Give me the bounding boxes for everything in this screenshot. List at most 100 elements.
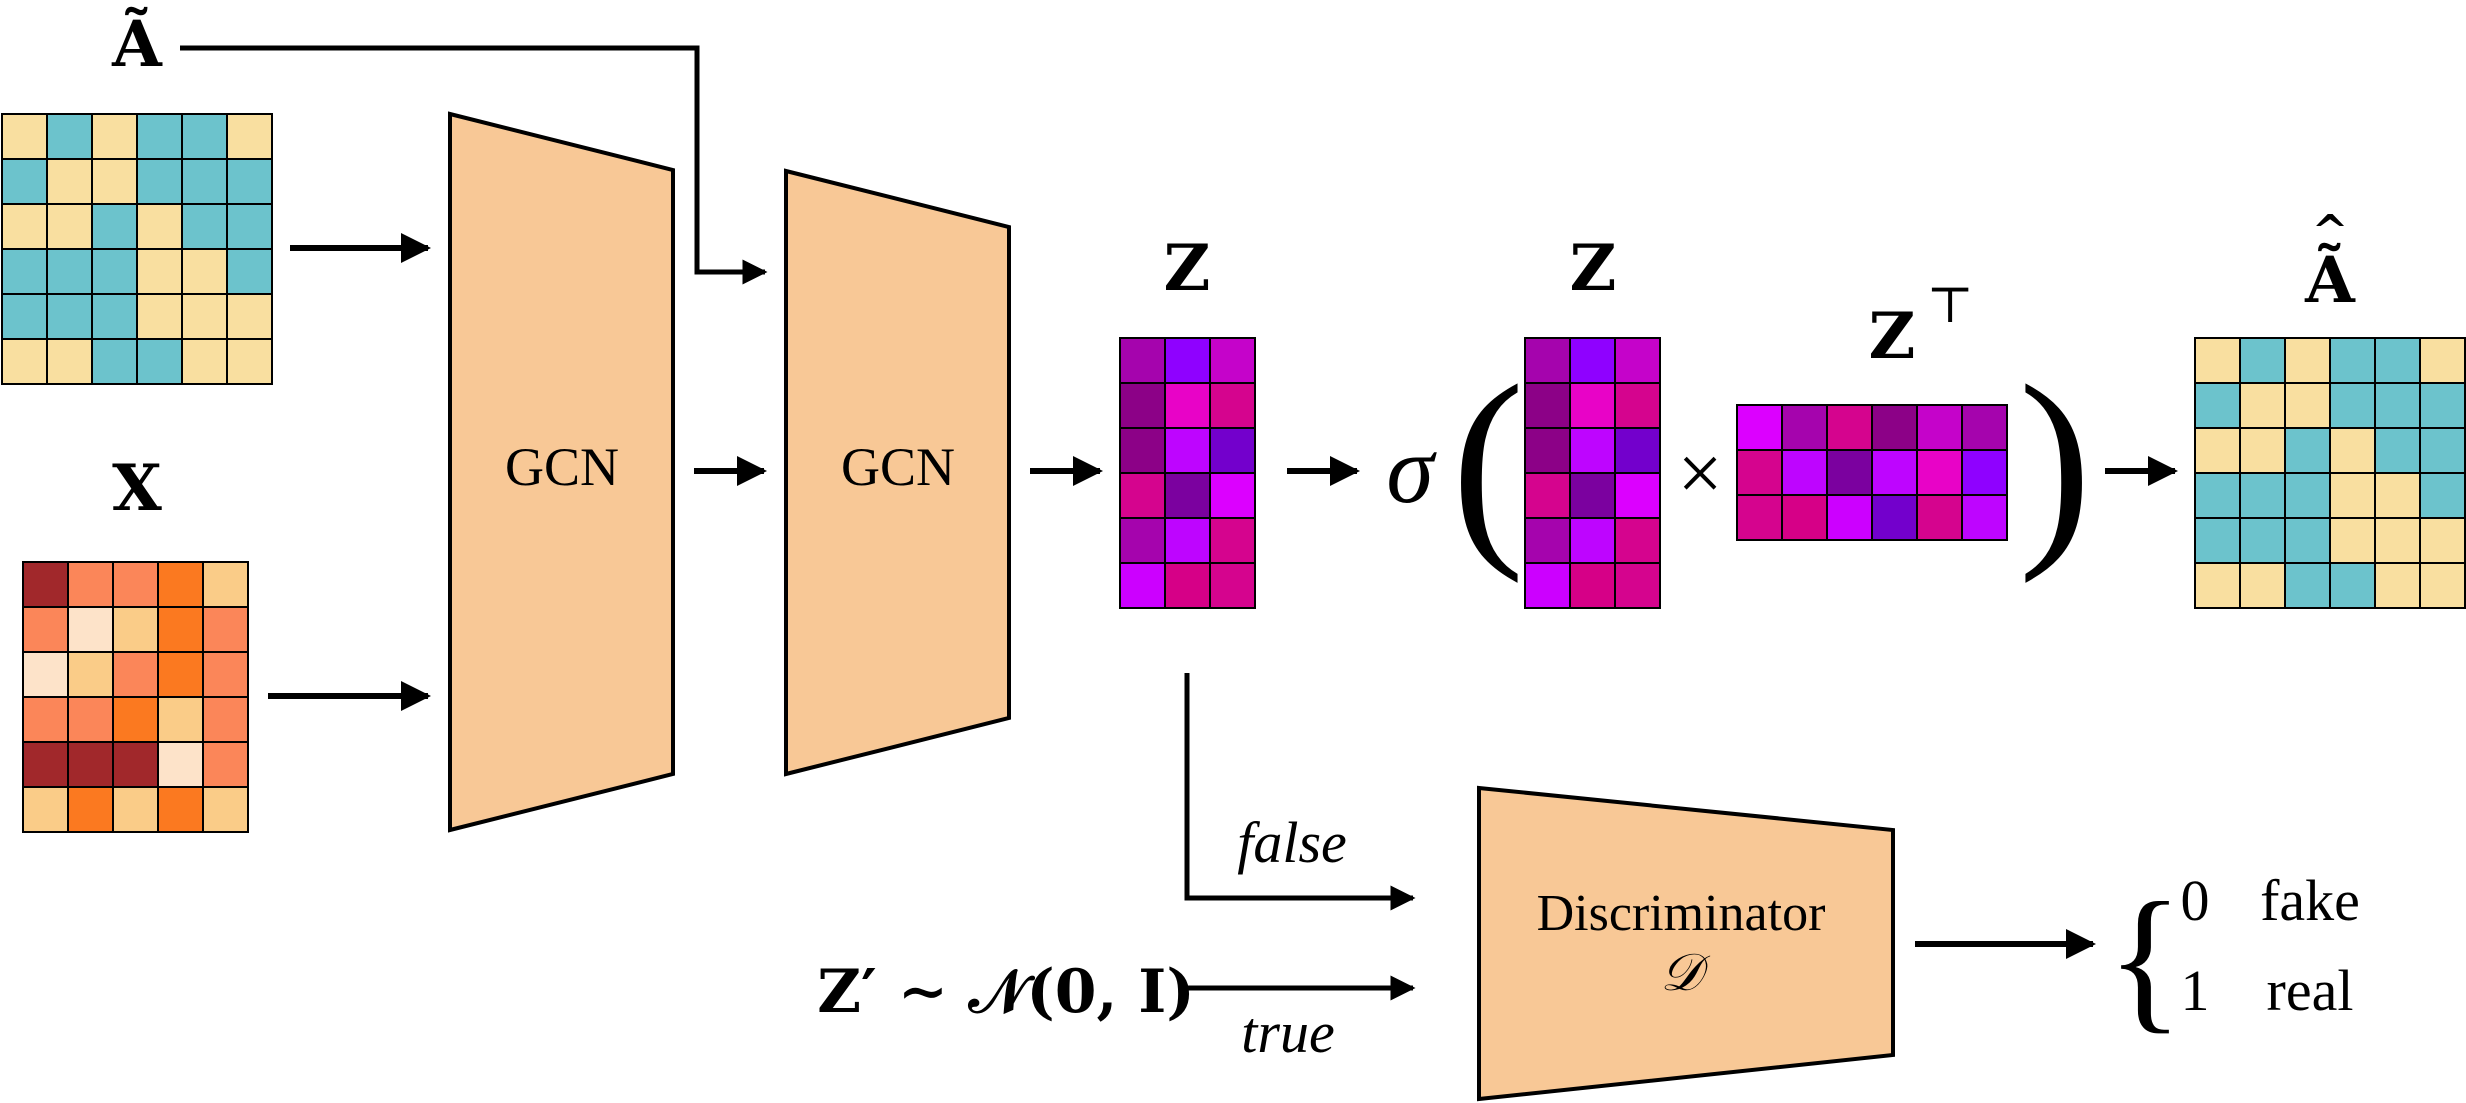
embedding-decoder-cell [1569,517,1616,564]
output-brace: { [2107,869,2184,1047]
embedding-transpose-cell [1826,449,1873,496]
embedding-cell [1164,337,1211,384]
embedding-cell [1119,517,1166,564]
adjacency-cell [46,293,93,340]
reconstructed-cell [2194,337,2241,384]
times-symbol: × [1677,430,1722,518]
label-z-decoder: Z [1570,231,1617,306]
feature-cell [112,786,159,833]
embedding-cell [1209,337,1256,384]
feature-cell [112,606,159,653]
feature-cell [67,786,114,833]
label-z-transpose: Z [1869,299,1916,374]
adjacency-cell [1,203,48,250]
feature-cell [202,786,249,833]
embedding-matrix-z-decoder [1524,337,1661,609]
feature-cell [112,696,159,743]
embedding-transpose-cell [1826,494,1873,541]
embedding-cell [1209,472,1256,519]
reconstructed-cell [2239,472,2286,519]
reconstructed-cell [2239,562,2286,609]
label-transpose-symbol: ⊤ [1926,277,1973,333]
embedding-cell [1209,427,1256,474]
reconstructed-cell [2284,517,2331,564]
reconstructed-adjacency-matrix [2194,337,2466,609]
adjacency-cell [1,293,48,340]
adjacency-cell [136,248,183,295]
feature-cell [202,606,249,653]
embedding-transpose-cell [1736,404,1783,451]
adjacency-cell [136,158,183,205]
adjacency-cell [91,248,138,295]
embedding-transpose-cell [1916,404,1963,451]
reconstructed-cell [2239,517,2286,564]
reconstructed-cell [2419,472,2466,519]
reconstructed-cell [2374,472,2421,519]
reconstructed-cell [2374,427,2421,474]
reconstructed-cell [2419,382,2466,429]
adjacency-cell [181,203,228,250]
adjacency-cell [46,158,93,205]
reconstructed-cell [2374,517,2421,564]
output-0-value: 0 [2181,868,2210,933]
adjacency-cell [1,158,48,205]
embedding-transpose-cell [1781,449,1828,496]
feature-cell [22,606,69,653]
embedding-decoder-cell [1524,337,1571,384]
embedding-cell [1164,427,1211,474]
embedding-cell [1164,382,1211,429]
adjacency-cell [226,203,273,250]
reconstructed-cell [2239,382,2286,429]
gcn-block-1: GCN [448,111,675,833]
adjacency-cell [181,113,228,160]
adjacency-cell [1,113,48,160]
embedding-transpose-cell [1781,404,1828,451]
reconstructed-cell [2194,517,2241,564]
reconstructed-cell [2374,382,2421,429]
embedding-decoder-cell [1614,337,1661,384]
reconstructed-cell [2419,517,2466,564]
reconstructed-cell [2374,562,2421,609]
output-1-text: real [2267,958,2354,1023]
adjacency-cell [91,158,138,205]
reconstructed-cell [2284,337,2331,384]
label-z: Z [1164,231,1211,306]
adjacency-cell [226,293,273,340]
reconstructed-cell [2239,337,2286,384]
embedding-cell [1119,337,1166,384]
feature-cell [22,561,69,608]
feature-cell [67,561,114,608]
embedding-decoder-cell [1614,472,1661,519]
embedding-transpose-cell [1781,494,1828,541]
reconstructed-cell [2329,427,2376,474]
embedding-decoder-cell [1524,427,1571,474]
svg-text:GCN: GCN [505,437,619,497]
feature-cell [157,696,204,743]
paren-open: ( [1451,340,1524,584]
embedding-transpose-cell [1961,494,2008,541]
adjacency-cell [91,203,138,250]
gcn-block-2: GCN [784,168,1011,777]
arrow-a-tilde-skip [180,45,768,285]
embedding-decoder-cell [1569,427,1616,474]
reconstructed-cell [2284,562,2331,609]
embedding-cell [1119,382,1166,429]
embedding-transpose-cell [1871,494,1918,541]
embedding-cell [1209,517,1256,564]
embedding-decoder-cell [1524,517,1571,564]
feature-cell [157,786,204,833]
feature-cell [22,651,69,698]
adjacency-cell [136,293,183,340]
adjacency-cell [46,203,93,250]
feature-cell [67,696,114,743]
label-a-hat-accent: ^ [2312,206,2349,257]
embedding-decoder-cell [1524,382,1571,429]
reconstructed-cell [2284,472,2331,519]
embedding-transpose-cell [1736,494,1783,541]
feature-cell [157,651,204,698]
label-prior: Z′ ∼ 𝒩(0, I) [817,957,1195,1027]
reconstructed-cell [2284,382,2331,429]
adjacency-cell [91,113,138,160]
paren-close: ) [2018,340,2091,584]
embedding-decoder-cell [1614,382,1661,429]
